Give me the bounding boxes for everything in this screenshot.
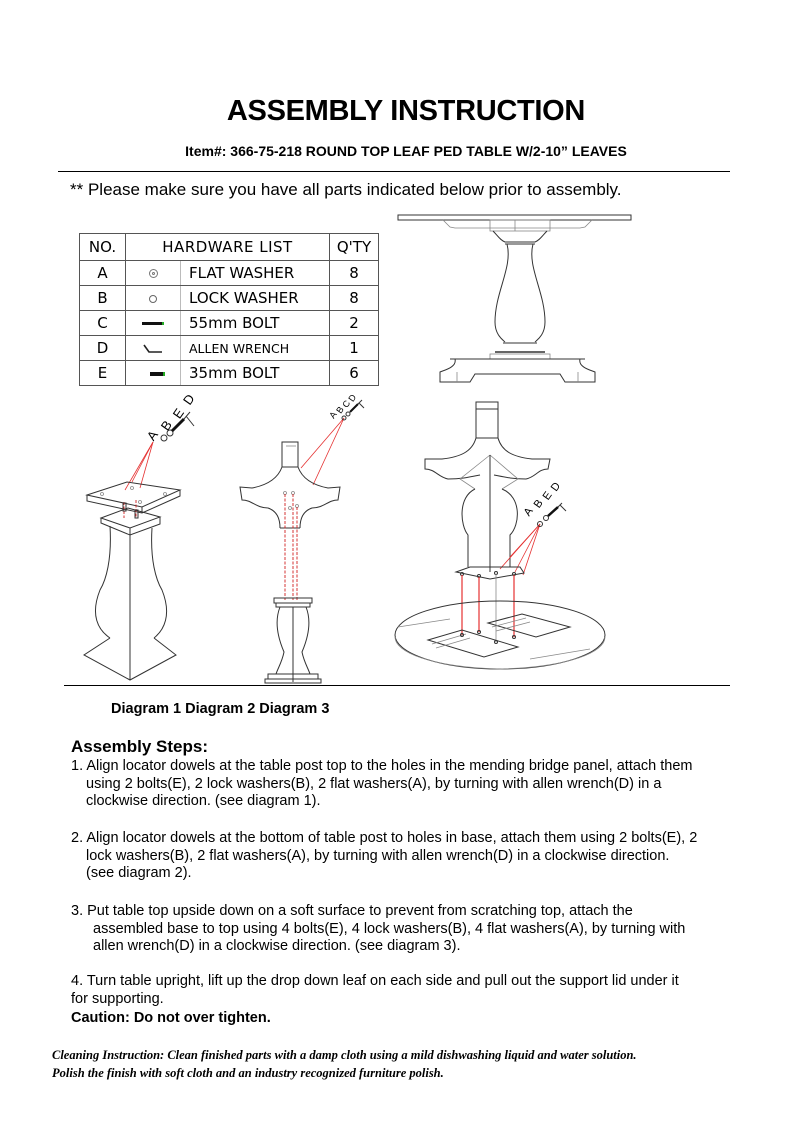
long-bolt-icon: [142, 322, 164, 325]
lock-washer-icon: [149, 295, 157, 303]
table-row: E 35mm BOLT 6: [79, 360, 379, 386]
part-no: D: [79, 335, 126, 361]
assembly-steps-heading: Assembly Steps:: [71, 737, 208, 756]
callout-a: A: [143, 427, 161, 444]
short-bolt-icon: [149, 371, 165, 376]
table-row: D ALLEN WRENCH 1: [79, 335, 379, 361]
callout-e: E: [169, 405, 187, 422]
hardware-table-header: NO. HARDWARE LIST Q'TY: [79, 233, 379, 261]
assembly-step-4: 4. Turn table upright, lift up the drop …: [71, 973, 679, 1007]
part-name: LOCK WASHER: [180, 285, 330, 311]
assembled-table-illustration: [397, 214, 632, 383]
table-row: B LOCK WASHER 8: [79, 285, 379, 311]
callout-a: A: [521, 505, 536, 519]
hardware-table: NO. HARDWARE LIST Q'TY A FLAT WASHER 8 B…: [79, 233, 379, 386]
part-no: B: [79, 285, 126, 311]
flat-washer-icon: [148, 269, 158, 278]
part-qty: 8: [329, 260, 379, 286]
part-name: 55mm BOLT: [180, 310, 330, 336]
part-name: ALLEN WRENCH: [180, 335, 330, 361]
table-row: A FLAT WASHER 8: [79, 260, 379, 286]
part-name: 35mm BOLT: [180, 360, 330, 386]
assembly-step-2: 2. Align locator dowels at the bottom of…: [71, 830, 698, 882]
part-qty: 8: [329, 285, 379, 311]
cleaning-instruction: Cleaning Instruction: Clean finished par…: [52, 1048, 637, 1080]
page-title: ASSEMBLY INSTRUCTION: [226, 95, 586, 127]
part-qty: 1: [329, 335, 379, 361]
callout-d: D: [548, 480, 564, 494]
parts-notice: ** Please make sure you have all parts i…: [70, 180, 622, 199]
diagrams-divider: [64, 685, 730, 686]
assembly-step-1: 1. Align locator dowels at the table pos…: [71, 758, 693, 810]
diagram-1-callouts: A B E D: [140, 388, 220, 448]
part-no: A: [79, 260, 126, 286]
header-divider: [58, 171, 730, 172]
item-number: Item#: 366-75-218 ROUND TOP LEAF PED TAB…: [185, 143, 627, 159]
diagram-3-illustration: [394, 401, 606, 670]
col-header-no: NO.: [79, 233, 126, 261]
table-row: C 55mm BOLT 2: [79, 310, 379, 336]
diagram-captions: Diagram 1 Diagram 2 Diagram 3: [111, 701, 330, 717]
callout-d: D: [179, 391, 198, 408]
allen-wrench-icon: [143, 344, 162, 353]
part-no: C: [79, 310, 126, 336]
assembly-step-3: 3. Put table top upside down on a soft s…: [71, 903, 686, 955]
diagram-3-callouts: A B E D: [522, 480, 572, 520]
part-no: E: [79, 360, 126, 386]
col-header-qty: Q'TY: [329, 233, 379, 261]
callout-b: B: [531, 497, 546, 511]
caution-note: Caution: Do not over tighten.: [71, 1010, 271, 1026]
diagram-2-callouts: A B C D: [327, 392, 378, 428]
diagram-2-illustration: [239, 399, 365, 684]
part-qty: 2: [329, 310, 379, 336]
part-name: FLAT WASHER: [180, 260, 330, 286]
callout-b: B: [157, 417, 175, 434]
col-header-list: HARDWARE LIST: [125, 233, 330, 261]
callout-e: E: [540, 489, 555, 503]
part-qty: 6: [329, 360, 379, 386]
diagram-1-illustration: [83, 411, 195, 681]
